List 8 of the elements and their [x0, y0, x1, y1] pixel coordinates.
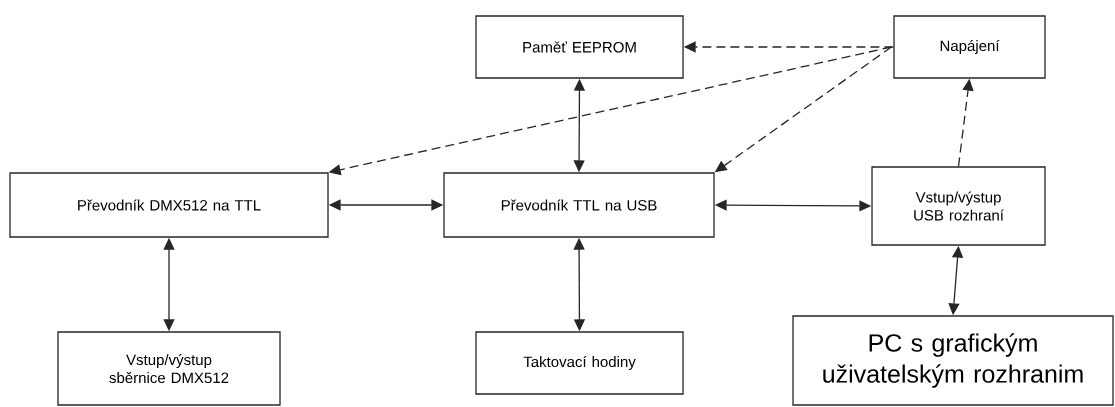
block-box: Napájení [893, 15, 1046, 79]
block-box: PC s grafickým uživatelským rozhranim [792, 315, 1114, 406]
block-box: Vstup/výstup USB rozhraní [871, 166, 1046, 246]
block-box: Vstup/výstup sběrnice DMX512 [57, 331, 281, 406]
block-box: Převodník TTL na USB [443, 172, 715, 238]
block-box: Taktovací hodiny [475, 331, 684, 395]
block-box: Převodník DMX512 na TTL [9, 172, 329, 238]
block-box: Paměť EEPROM [475, 15, 684, 79]
